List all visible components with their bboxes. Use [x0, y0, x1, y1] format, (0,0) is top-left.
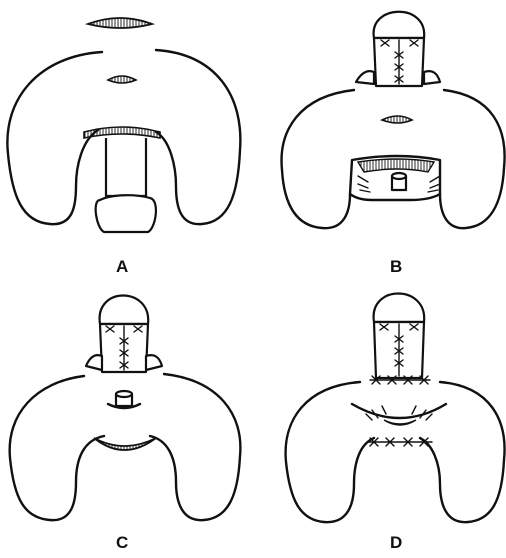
skin-wing-right	[424, 71, 440, 84]
body-outline-left	[286, 382, 374, 522]
panel-label-d: D	[390, 533, 402, 552]
glans	[374, 12, 425, 38]
skin-wing-left	[356, 71, 374, 84]
skin-wing-right	[146, 355, 162, 370]
glans	[100, 296, 149, 325]
flap-crescent	[84, 127, 160, 138]
opening-small	[108, 76, 136, 83]
glans	[374, 294, 425, 323]
panel-a: A	[7, 18, 240, 276]
panel-label-c: C	[116, 533, 128, 552]
panel-d: D	[286, 294, 505, 553]
body-outline-right	[420, 382, 505, 522]
panel-label-b: B	[390, 257, 402, 276]
skin-wing-left	[86, 355, 102, 370]
urethral-meatus	[116, 391, 132, 397]
body-outline-right	[150, 374, 240, 520]
shaft	[106, 138, 146, 196]
panel-b: B	[282, 12, 505, 276]
panel-c: C	[10, 296, 241, 553]
opening-small	[384, 420, 416, 425]
panel-label-a: A	[116, 257, 128, 276]
body-outline-right	[156, 50, 240, 224]
incision-hatched	[88, 18, 152, 28]
body-outline-right	[440, 90, 505, 228]
repair-curve	[352, 404, 446, 418]
glans	[96, 195, 156, 232]
body-outline-left	[10, 376, 104, 520]
body-outline-left	[7, 52, 102, 224]
urethral-meatus	[392, 173, 406, 179]
body-outline-left	[282, 90, 354, 228]
recess-edge-hatched	[358, 159, 434, 172]
opening-small	[382, 116, 412, 123]
incision-hatched	[94, 438, 156, 450]
